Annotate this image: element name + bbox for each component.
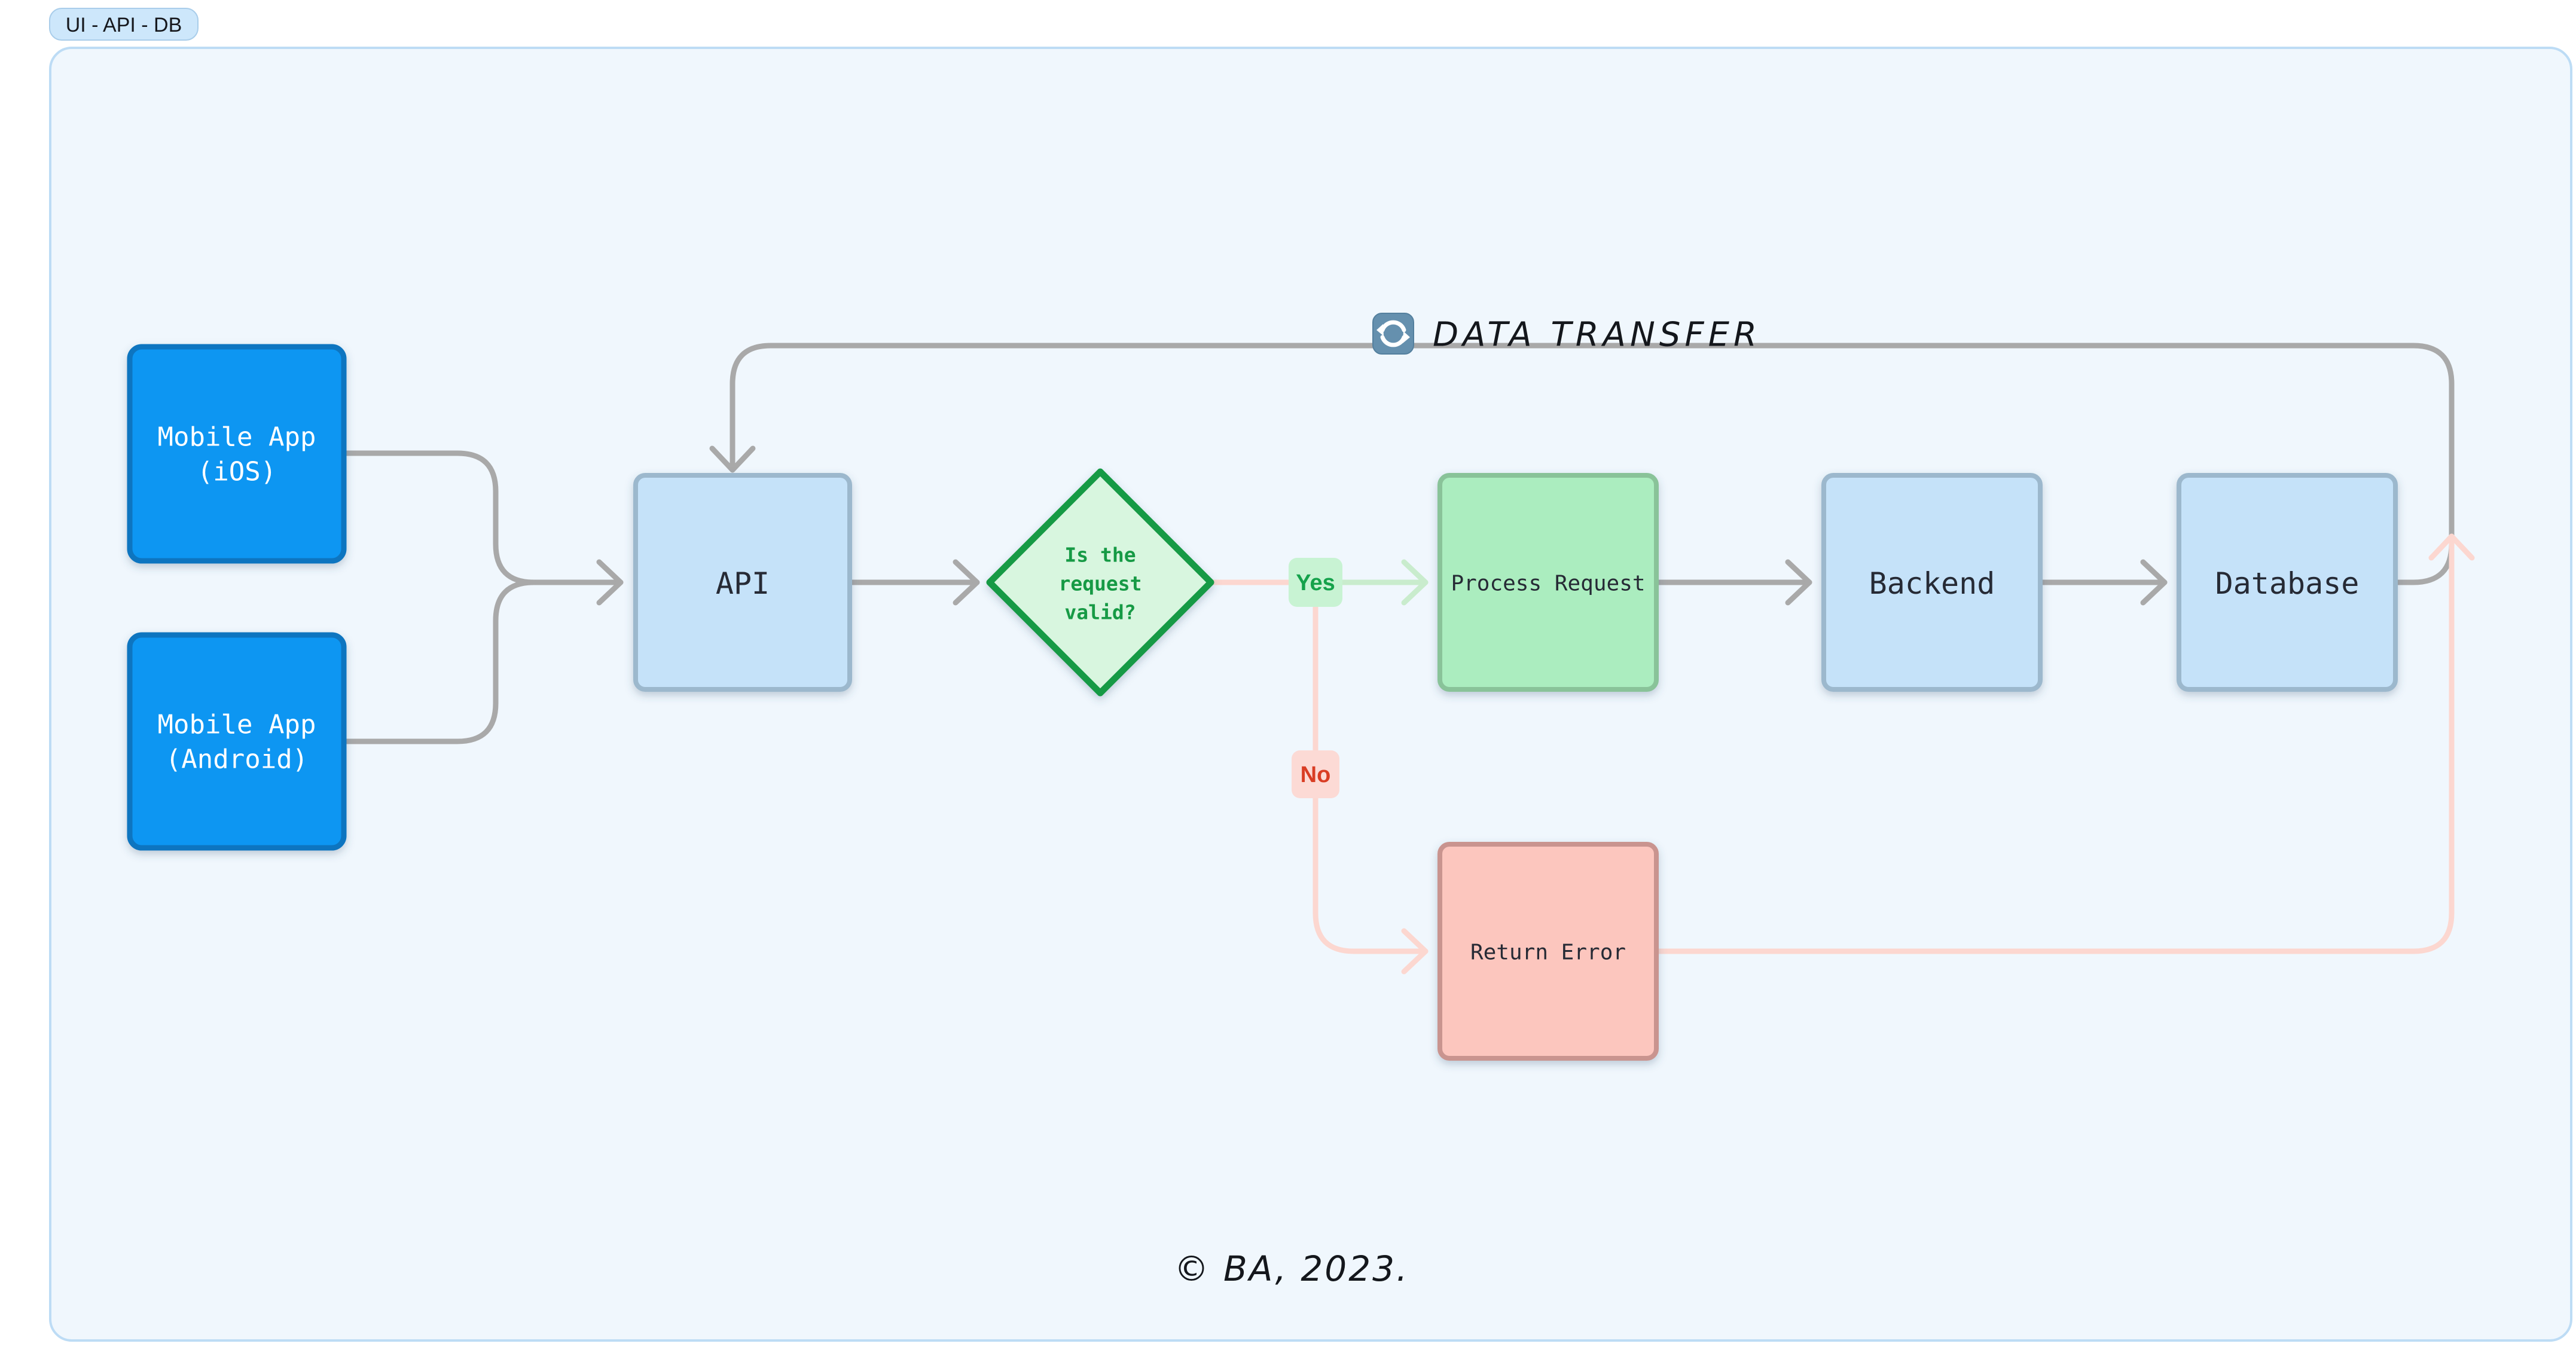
decision-diamond-shape [986, 468, 1214, 697]
node-process-request-label: Process Request [1451, 572, 1645, 596]
badge-label: UI - API - DB [66, 14, 182, 36]
diagram-title-badge: UI - API - DB [49, 8, 199, 41]
node-decision-label-line2: request [1058, 572, 1142, 596]
node-decision-label-line1: Is the [1064, 543, 1136, 567]
edge-no-to-return-error [1313, 603, 1429, 975]
no-label-bg [1292, 750, 1339, 798]
node-database-label: Database [2215, 566, 2360, 601]
node-decision-label-line3: valid? [1064, 601, 1136, 624]
data-transfer-label: DATA TRANSFER [1433, 316, 1761, 355]
footer-credit: © BA, 2023. [1174, 1248, 1409, 1289]
node-return-error: Return Error [1437, 842, 1659, 1061]
no-edge-label: No [1292, 750, 1339, 798]
node-mobile-ios-label-line1: Mobile App [158, 422, 316, 453]
node-database: Database [2177, 473, 2398, 692]
yes-label-bg [1289, 558, 1342, 607]
node-mobile-android-label-line1: Mobile App [158, 710, 316, 740]
node-decision: Is the request valid? [986, 468, 1214, 697]
node-backend: Backend [1821, 473, 2043, 692]
node-api: API [633, 473, 852, 692]
edge-data-transfer-return [709, 343, 2455, 585]
edge-ios-to-api [341, 450, 624, 606]
edge-android-to-api [341, 579, 537, 744]
diagram-container [49, 47, 2572, 1342]
yes-label-text: Yes [1296, 570, 1335, 596]
no-label-text: No [1301, 762, 1331, 787]
badge-pill [49, 8, 199, 41]
yes-edge-label: Yes [1289, 558, 1342, 607]
node-backend-label: Backend [1869, 566, 1995, 601]
node-mobile-ios-label-line2: (iOS) [197, 457, 276, 487]
node-process-request: Process Request [1437, 473, 1659, 692]
node-mobile-android: Mobile App (Android) [127, 632, 347, 851]
node-api-label: API [716, 566, 770, 601]
data-transfer-annotation: DATA TRANSFER [1372, 313, 1761, 355]
edge-return-error-up [1653, 533, 2475, 954]
node-mobile-android-label-line2: (Android) [166, 744, 308, 775]
node-return-error-label: Return Error [1470, 941, 1626, 965]
node-mobile-ios: Mobile App (iOS) [127, 344, 347, 564]
counterclockwise-arrows-icon [1372, 313, 1414, 355]
